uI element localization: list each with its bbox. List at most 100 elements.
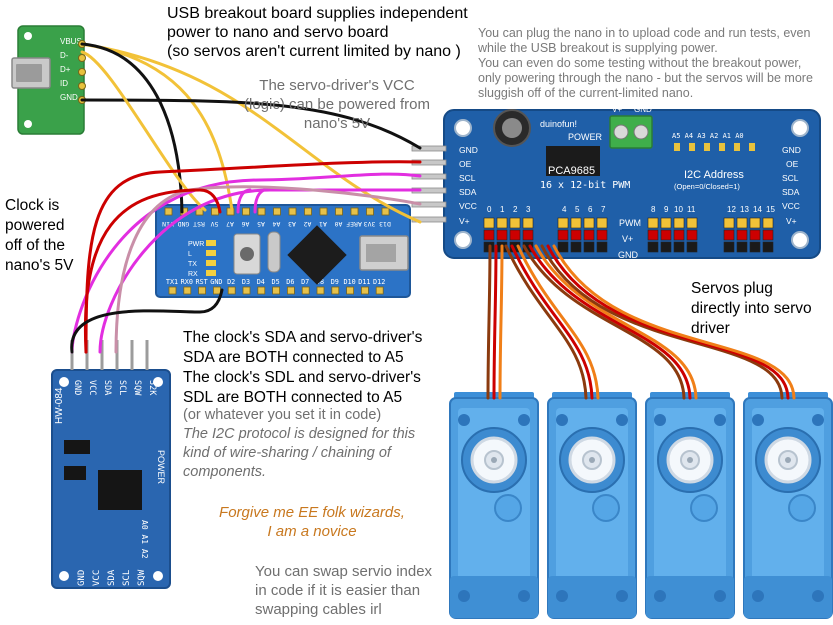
nano-pin <box>257 207 266 216</box>
servo-header-pin <box>673 217 685 229</box>
channel-label: 5 <box>575 205 580 214</box>
wire-clock-vcc-red <box>84 160 422 354</box>
nano-led-label: PWR <box>188 241 204 248</box>
wire-usb-gnd-nano-black <box>80 42 184 214</box>
nano-top-pin-label: A2 <box>304 220 312 228</box>
note-nano-upload: You can plug the nano in to upload code … <box>478 26 813 100</box>
channel-label: 7 <box>601 205 606 214</box>
capacitor-icon <box>493 109 531 147</box>
note-vcc-logic: The servo-driver's VCC (logic) can be po… <box>244 77 430 132</box>
servo-cable-4-brown <box>540 244 784 400</box>
rtc-top-pin-label: VCC <box>87 380 97 395</box>
rail-label: V+ <box>622 234 633 244</box>
nano-top-pin-label: A0 <box>335 220 343 228</box>
servo-header-pin <box>570 241 582 253</box>
servo-header-pin <box>496 217 508 229</box>
servo-header-pin <box>723 217 735 229</box>
servo-header-pin <box>583 229 595 241</box>
wire-scl-magenta <box>98 188 422 354</box>
mini-usb-connector-icon <box>11 57 51 89</box>
usb-pin-label: ID <box>60 79 68 88</box>
servo-header-pin <box>736 241 748 253</box>
servo-header-pins <box>483 217 774 253</box>
rail-label: PWM <box>619 218 641 228</box>
servo-header-pin <box>583 241 595 253</box>
pca-power-label: POWER <box>568 132 603 142</box>
servo-header-pin <box>686 241 698 253</box>
nano-pin <box>227 286 236 295</box>
note-forgive: Forgive me EE folk wizards, I am a novic… <box>219 504 405 540</box>
rtc-pin <box>100 340 104 370</box>
wire-sda-magenta <box>70 172 422 354</box>
nano-top-pin-label: AREF <box>346 220 362 228</box>
pca-addr-sub: (Open=0/Closed=1) <box>674 182 740 191</box>
channel-label: 11 <box>687 205 696 214</box>
rtc-addr-pads: A0 A1 A2 <box>140 520 149 559</box>
nano-pin <box>304 207 312 216</box>
servo-header-pin <box>660 241 672 253</box>
rtc-top-pin-label: SDA <box>102 380 112 395</box>
pca-power-pin: GND <box>634 105 652 114</box>
nano-pin <box>350 207 359 216</box>
rtc-top-pin-label: SQW <box>132 380 142 396</box>
servo-header-pin <box>762 241 774 253</box>
servo-cable-4-orange <box>552 244 796 400</box>
rtc-model: HW-084 <box>54 387 65 424</box>
servo-header-pin <box>749 241 761 253</box>
servo-header-pin <box>686 217 698 229</box>
servo-horn-icon <box>742 390 833 620</box>
servo-header-pin <box>762 229 774 241</box>
nano-pin <box>286 286 295 295</box>
nano-top-pin-label: RST <box>193 220 205 228</box>
pca-right-pin: VCC <box>782 201 800 211</box>
usb-breakout-board: VBUS D- D+ ID GND <box>11 25 86 135</box>
nano-pin <box>183 286 192 295</box>
usb-pin-label: GND <box>60 93 78 102</box>
rtc-pin <box>115 340 119 370</box>
pca-right-pin: V+ <box>786 216 797 226</box>
servo-cable-2-orange <box>516 244 600 400</box>
servo-cable-3-red <box>528 244 692 400</box>
servo-cable-1-brown <box>486 244 492 400</box>
channel-label: 12 <box>727 205 736 214</box>
channel-label: 9 <box>664 205 669 214</box>
nano-bottom-pin-label: D4 <box>257 278 265 286</box>
servo-cable-3-orange <box>534 244 698 400</box>
nano-pin <box>242 207 250 216</box>
channel-label: 2 <box>513 205 518 214</box>
nano-top-pin-label: A5 <box>257 220 265 228</box>
note-i2c-whatever: (or whatever you set it in code) <box>183 407 382 423</box>
nano-bottom-pin-label: RX0 <box>181 278 193 286</box>
pca-left-pin: SDA <box>459 187 477 197</box>
nano-led-label: TX <box>188 261 197 268</box>
wire-usb-vplus-yellow <box>80 42 422 224</box>
pca-left-pin: SCL <box>459 173 476 183</box>
pca-left-pin: OE <box>459 159 472 169</box>
nano-bottom-pin-label: D11 <box>358 278 370 286</box>
rtc-chip-icon <box>98 470 142 510</box>
nano-pin <box>331 286 340 295</box>
nano-top-pin-label: 3V3 <box>364 220 376 228</box>
rtc-top-pin-label: 32K <box>147 380 157 396</box>
rtc-bottom-pin-label: GND <box>77 570 87 586</box>
channel-label: 6 <box>588 205 593 214</box>
nano-pin <box>288 207 297 216</box>
channel-label: 13 <box>740 205 749 214</box>
nano-pin <box>242 286 251 295</box>
servo-header-pin <box>736 229 748 241</box>
rtc-pin <box>85 340 89 370</box>
nano-pin <box>212 286 221 295</box>
nano-bottom-pin-label: D5 <box>272 278 280 286</box>
nano-pin <box>198 286 207 295</box>
nano-bottom-pin-label: D12 <box>373 278 385 286</box>
servo-header-pin <box>647 217 659 229</box>
servo-header-pin <box>509 229 521 241</box>
servo-header-pin <box>723 229 735 241</box>
servo-horn-icon <box>546 390 638 620</box>
pca-right-pin: GND <box>782 145 801 155</box>
pca-addr-title: I2C Address <box>684 169 744 181</box>
rtc-pin <box>70 340 74 370</box>
